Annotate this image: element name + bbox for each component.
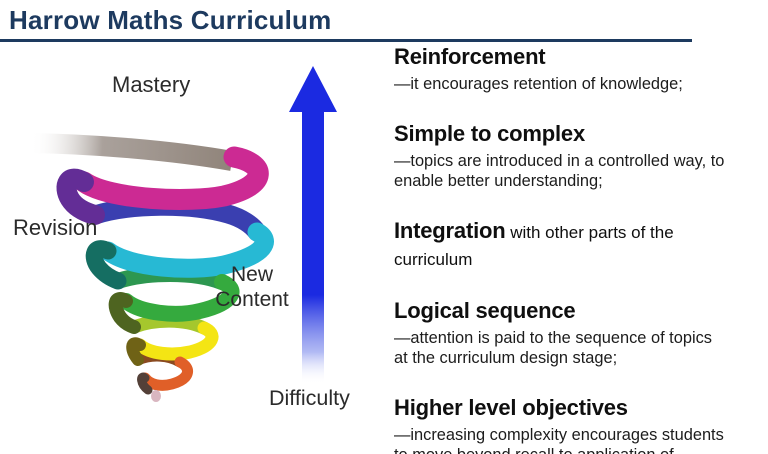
point-heading-text: Integration bbox=[394, 217, 506, 243]
point-body: —topics are introduced in a controlled w… bbox=[394, 151, 725, 191]
point-heading: Higher level objectives bbox=[394, 395, 756, 422]
spiral-band-purple bbox=[56, 168, 105, 225]
spiral-band-magenta bbox=[73, 146, 269, 210]
spiral-band-green-front bbox=[118, 274, 240, 322]
spiral-band-darkteal bbox=[85, 240, 127, 290]
spiral-band-gray-tail bbox=[29, 133, 234, 171]
spiral-band-olive bbox=[108, 292, 141, 334]
point-reinforcement: Reinforcement —it encourages retention o… bbox=[394, 44, 756, 95]
point-heading-text: Simple to complex bbox=[394, 120, 585, 146]
difficulty-arrow bbox=[289, 66, 337, 384]
point-heading-suffix: with other parts of the curriculum bbox=[394, 222, 674, 269]
point-body: —attention is paid to the sequence of to… bbox=[394, 328, 713, 368]
point-body: —it encourages retention of knowledge; bbox=[394, 75, 683, 93]
point-integration: Integration with other parts of the curr… bbox=[394, 218, 756, 272]
spiral-band-blue-back bbox=[85, 196, 267, 242]
page-title: Harrow Maths Curriculum bbox=[9, 5, 332, 35]
point-higher-level-objectives: Higher level objectives —increasing comp… bbox=[394, 395, 756, 454]
spiral-band-cyan bbox=[98, 222, 274, 278]
point-heading: Logical sequence bbox=[394, 298, 756, 325]
point-heading-text: Logical sequence bbox=[394, 297, 576, 323]
label-revision: Revision bbox=[13, 215, 98, 240]
spiral-svg bbox=[29, 66, 337, 402]
point-logical-sequence: Logical sequence —attention is paid to t… bbox=[394, 298, 756, 369]
point-heading-text: Reinforcement bbox=[394, 44, 546, 69]
point-heading: Simple to complex bbox=[394, 121, 756, 148]
page-title-underline: Harrow Maths Curriculum bbox=[0, 3, 692, 42]
point-body: —increasing complexity encourages studen… bbox=[394, 425, 724, 454]
point-heading-text: Higher level objectives bbox=[394, 394, 628, 420]
spiral-band-tip bbox=[137, 372, 153, 395]
label-mastery: Mastery bbox=[112, 72, 191, 97]
spiral-band-darkolive bbox=[126, 337, 146, 366]
spiral-band-yellowgreen-back bbox=[127, 314, 211, 335]
spiral-band-orange bbox=[139, 356, 193, 391]
point-simple-to-complex: Simple to complex —topics are introduced… bbox=[394, 121, 756, 192]
spiral-diagram: Mastery Revision New Content Difficulty bbox=[0, 40, 386, 454]
label-difficulty: Difficulty bbox=[269, 386, 350, 410]
point-heading: Integration with other parts of the curr… bbox=[394, 218, 756, 272]
label-new-content: New Content bbox=[215, 263, 289, 311]
point-heading: Reinforcement bbox=[394, 44, 756, 71]
points-list: Reinforcement —it encourages retention o… bbox=[394, 44, 756, 454]
spiral-tip-nub bbox=[151, 390, 161, 402]
spiral-band-yellow bbox=[133, 321, 219, 361]
